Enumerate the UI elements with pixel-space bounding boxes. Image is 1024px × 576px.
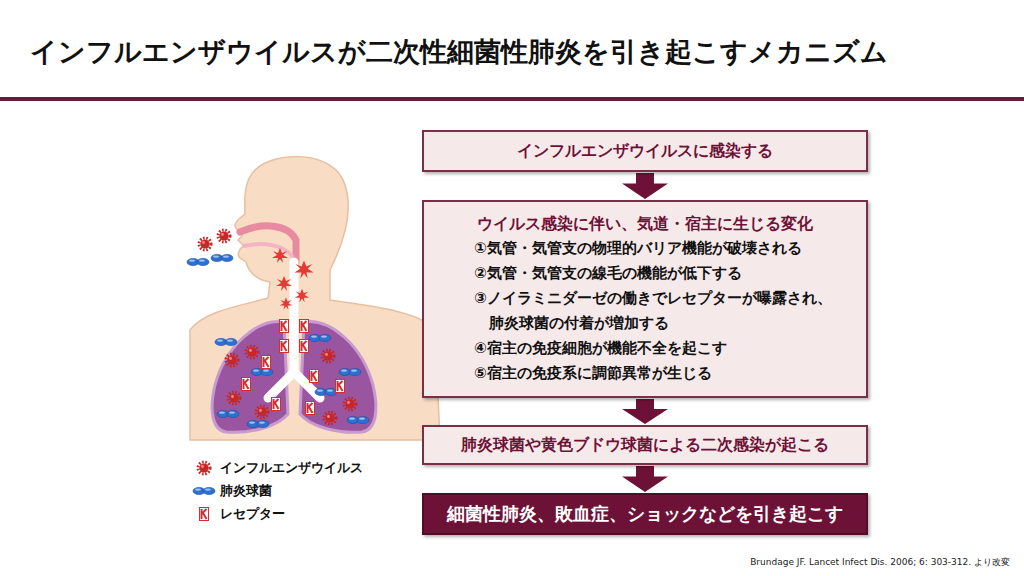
- airway-damage-bursts: [272, 248, 314, 310]
- changes-box: ウイルス感染に伴い、気道・宿主に生じる変化①気管・気管支の物理的バリア機能が破壊…: [422, 200, 868, 398]
- legend-text: インフルエンザウイルス: [220, 458, 363, 481]
- flow-arrow: [622, 466, 668, 492]
- citation-caption: Brundage JF. Lancet Infect Dis. 2006; 6:…: [750, 556, 1010, 569]
- oral-airway: [244, 244, 292, 256]
- title-rule: [0, 97, 1024, 101]
- list-item: ⑤宿主の免疫系に調節異常が生じる: [474, 361, 844, 386]
- right-lung: [300, 322, 376, 433]
- box-heading: インフルエンザウイルスに感染する: [436, 139, 854, 163]
- flow-arrow: [622, 399, 668, 424]
- legend-text: 肺炎球菌: [220, 481, 363, 504]
- box-heading: ウイルス感染に伴い、気道・宿主に生じる変化: [436, 212, 854, 236]
- list-item: ③ノイラミニダーゼの働きでレセプターが曝露され、 肺炎球菌の付着が増加する: [474, 286, 844, 336]
- legend-text: レセプター: [220, 504, 363, 527]
- result-box: 細菌性肺炎、敗血症、ショックなどを引き起こす: [422, 493, 868, 535]
- title: インフルエンザウイルスが二次性細菌性肺炎を引き起こすメカニズム: [30, 34, 888, 70]
- legend-symbols: [193, 462, 215, 521]
- list-item: ④宿主の免疫細胞が機能不全を起こす: [474, 336, 844, 361]
- body-silhouette: [190, 156, 440, 440]
- receptors: [242, 320, 345, 415]
- virus-particles: [199, 230, 356, 424]
- pneumococcus-legend-symbol: [193, 487, 215, 494]
- virus-legend-symbol: [198, 462, 210, 474]
- nasal-airway: [240, 226, 296, 262]
- list-item: ①気管・気管支の物理的バリア機能が破壊される: [474, 236, 844, 261]
- step-box: 肺炎球菌や黄色ブドウ球菌による二次感染が起こる: [422, 425, 868, 465]
- step-box: インフルエンザウイルスに感染する: [422, 130, 868, 172]
- receptor-legend-symbol: [200, 508, 209, 521]
- left-lung: [212, 322, 288, 433]
- trachea: [268, 262, 320, 398]
- flow-arrow: [622, 173, 668, 199]
- box-heading: 細菌性肺炎、敗血症、ショックなどを引き起こす: [436, 502, 854, 526]
- box-heading: 肺炎球菌や黄色ブドウ球菌による二次感染が起こる: [436, 433, 854, 457]
- pneumococci: [187, 254, 369, 427]
- legend: インフルエンザウイルス肺炎球菌レセプター: [220, 458, 363, 527]
- list-item: ②気管・気管支の線毛の機能が低下する: [474, 261, 844, 286]
